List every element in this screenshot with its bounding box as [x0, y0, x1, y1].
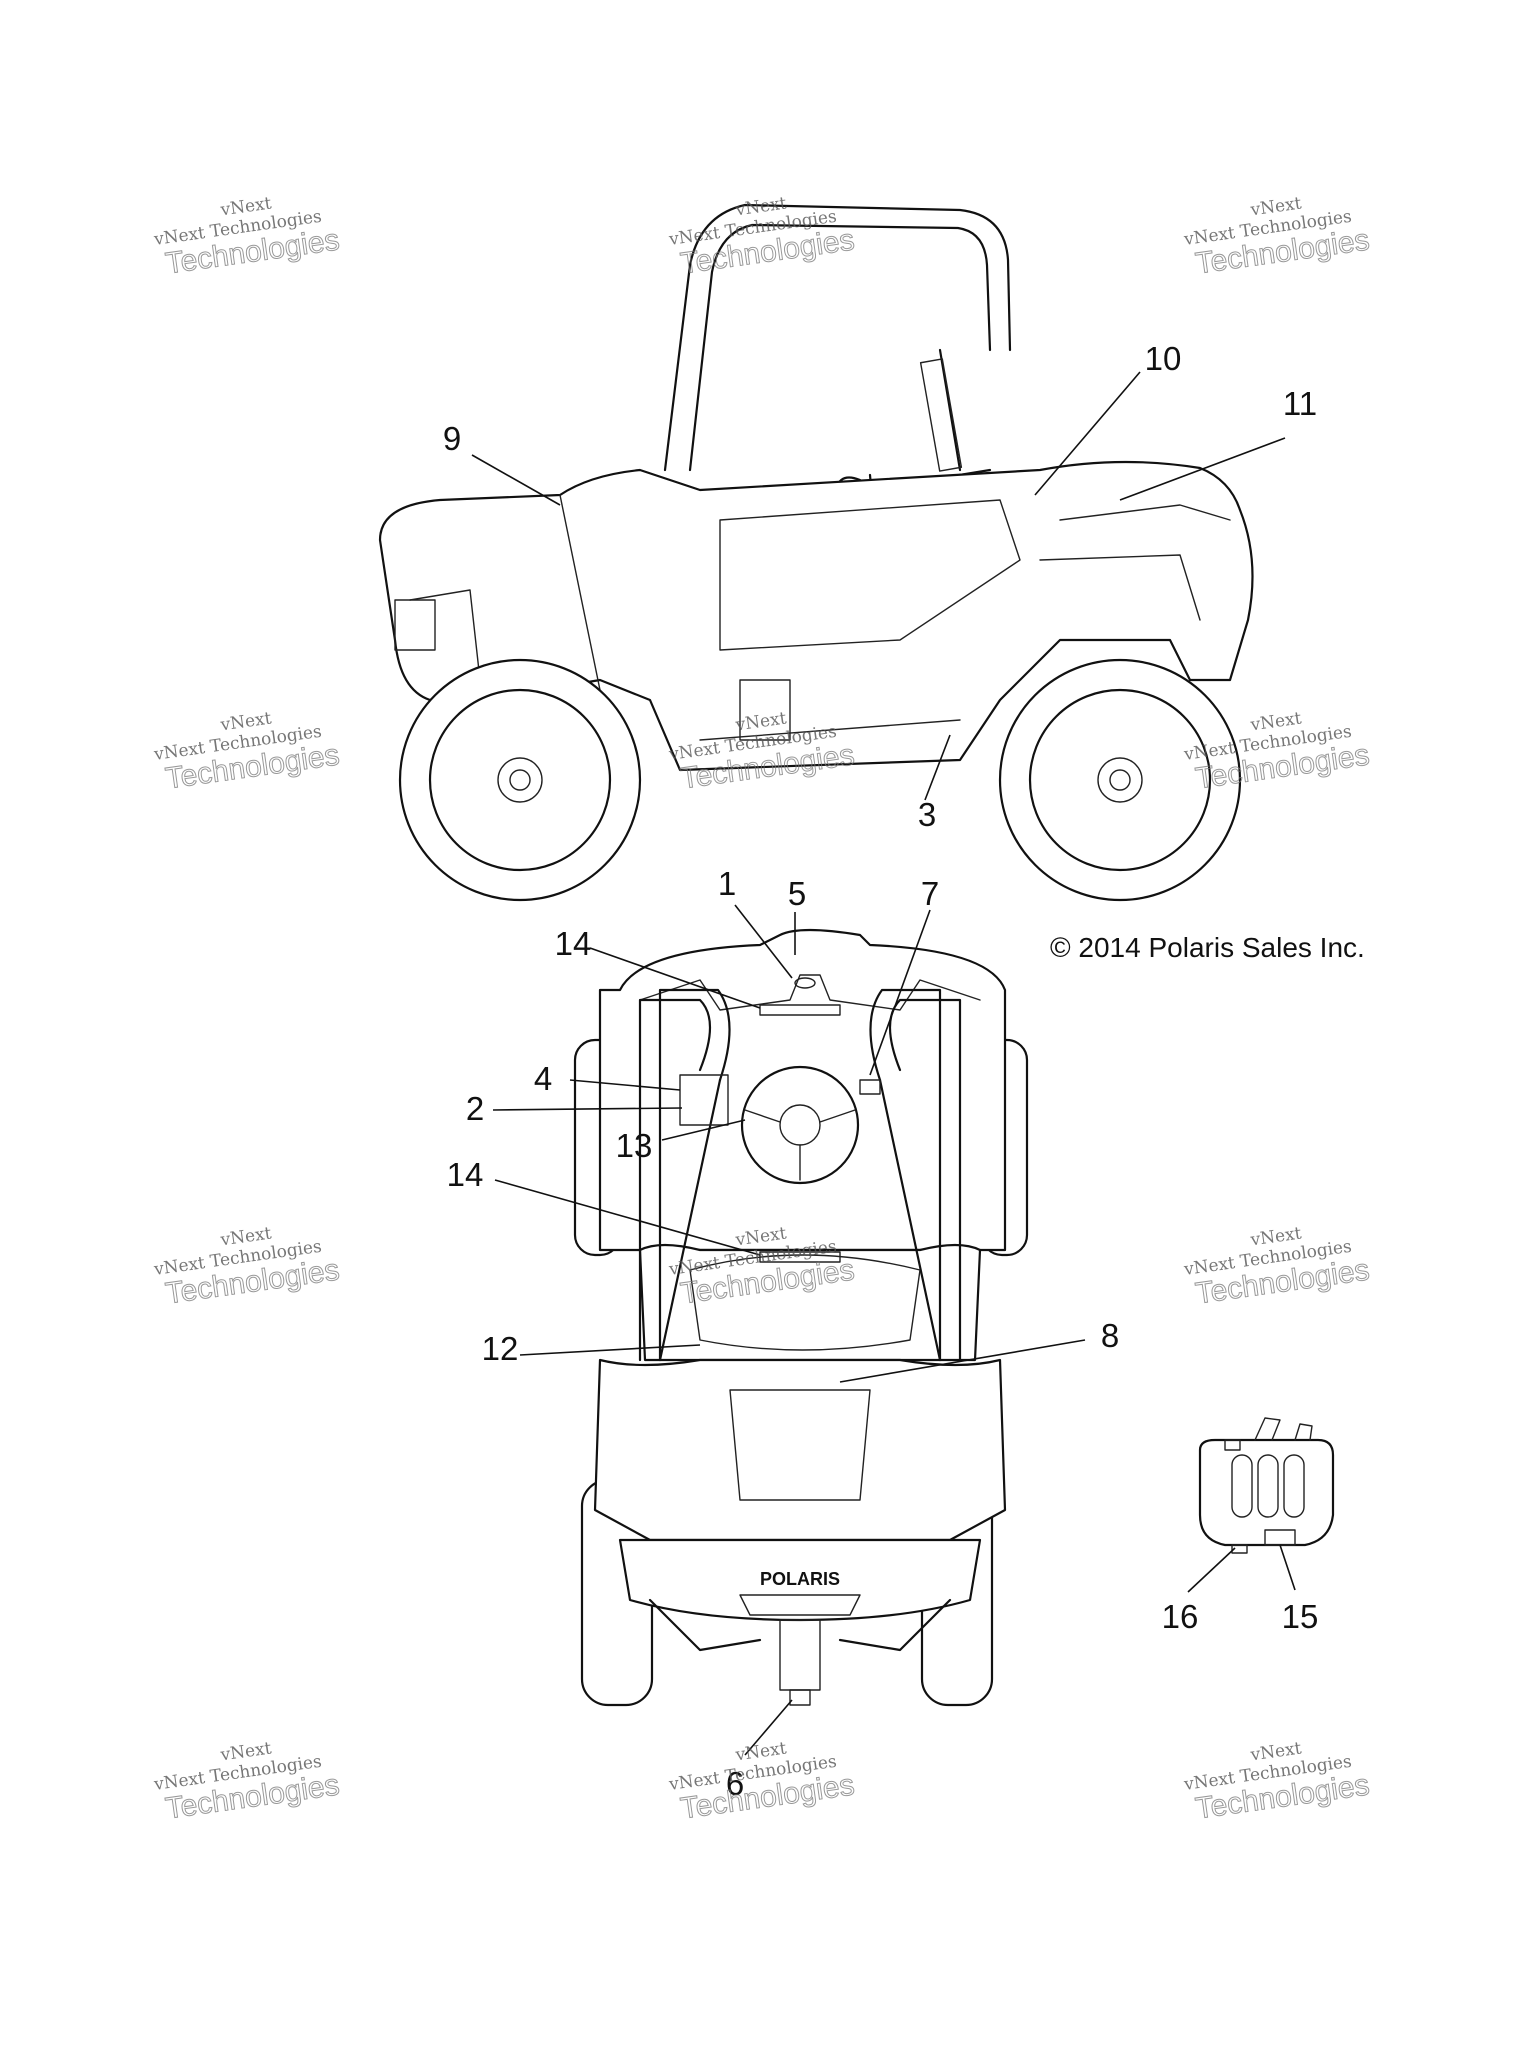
fuel-tank-detail — [1198, 1417, 1335, 1554]
callout-14-top: 14 — [555, 925, 592, 962]
callout-8: 8 — [1101, 1317, 1119, 1354]
top-view-vehicle: POLARIS — [573, 928, 1029, 1707]
watermark: vNext vNext Technologies Technologies — [152, 1738, 342, 1826]
watermark: vNext vNext Technologies Technologies — [667, 1223, 857, 1311]
leader-lines — [471, 371, 1296, 1756]
callout-6: 6 — [726, 1765, 744, 1802]
side-view-vehicle — [378, 203, 1254, 902]
callout-15: 15 — [1282, 1598, 1319, 1635]
callout-13: 13 — [616, 1127, 653, 1164]
watermark: vNext vNext Technologies Technologies — [1182, 1738, 1372, 1826]
callout-3: 3 — [918, 796, 936, 833]
polaris-badge: POLARIS — [760, 1569, 840, 1589]
callout-7: 7 — [921, 875, 939, 912]
callout-12: 12 — [482, 1330, 519, 1367]
watermark: vNext vNext Technologies Technologies — [1182, 193, 1372, 281]
callout-5: 5 — [788, 875, 806, 912]
callout-9: 9 — [443, 420, 461, 457]
callout-2: 2 — [466, 1090, 484, 1127]
watermark: vNext vNext Technologies Technologies — [1182, 1223, 1372, 1311]
callout-labels: 9 10 11 3 1 5 7 14 4 2 13 14 12 8 6 16 1… — [443, 340, 1319, 1802]
watermark: vNext vNext Technologies Technologies — [667, 708, 857, 796]
copyright-notice: © 2014 Polaris Sales Inc. — [1050, 932, 1365, 963]
watermark: vNext vNext Technologies Technologies — [152, 193, 342, 281]
callout-16: 16 — [1162, 1598, 1199, 1635]
callout-1: 1 — [718, 865, 736, 902]
callout-11: 11 — [1283, 385, 1317, 422]
watermark: vNext vNext Technologies Technologies — [152, 1223, 342, 1311]
callout-4: 4 — [534, 1060, 552, 1097]
watermark: vNext vNext Technologies Technologies — [667, 193, 857, 281]
watermark: vNext vNext Technologies Technologies — [152, 708, 342, 796]
callout-10: 10 — [1145, 340, 1182, 377]
callout-14-lower: 14 — [447, 1156, 484, 1193]
watermark: vNext vNext Technologies Technologies — [667, 1738, 857, 1826]
